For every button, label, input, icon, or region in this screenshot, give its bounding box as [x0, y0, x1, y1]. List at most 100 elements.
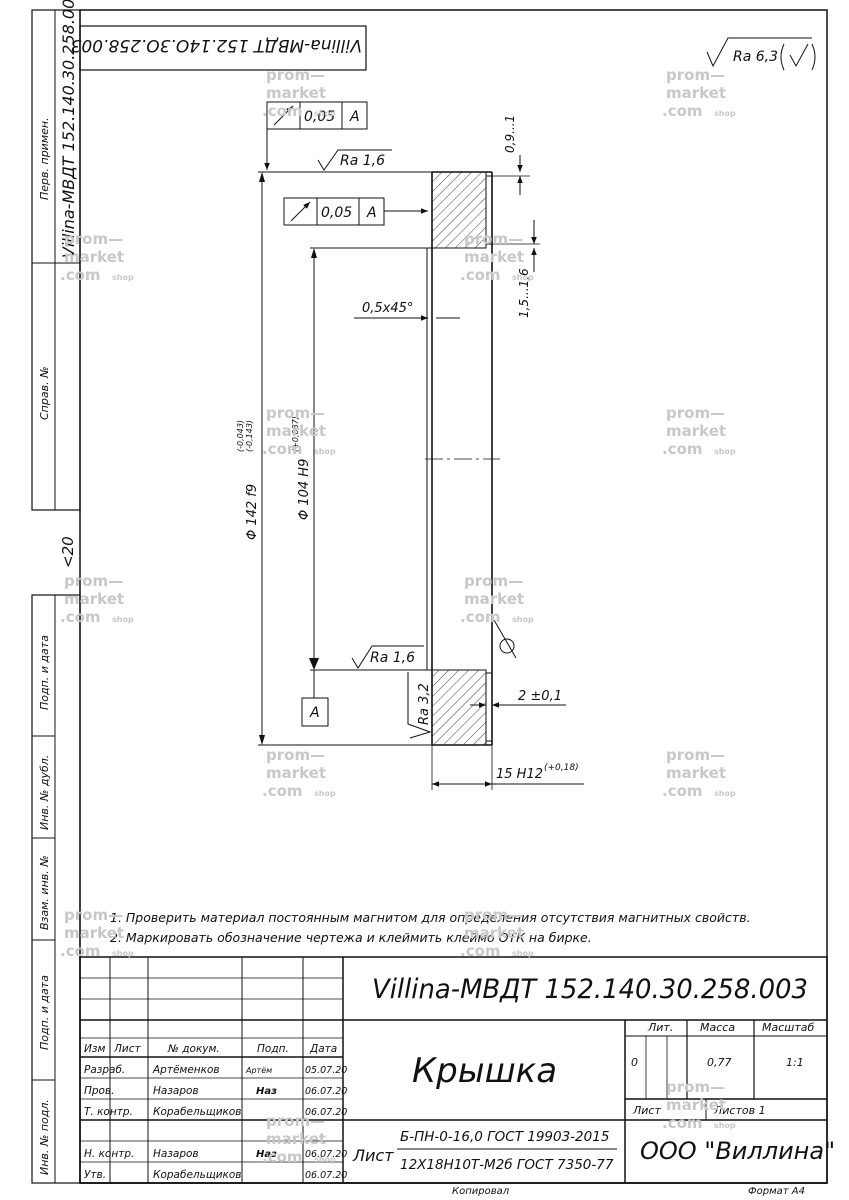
watermark-text: shop — [714, 1121, 736, 1130]
dia-outer-tol-top: (-0,043) — [236, 420, 245, 452]
width-dimension: 15 H12 (+0,18) — [431, 745, 584, 790]
tb-format: Формат А4 — [748, 1186, 805, 1197]
dim-right-top: 0,9...1 — [503, 115, 517, 153]
watermark-text: market — [266, 84, 326, 102]
right-dimensions: 0,9...1 1,5...1,6 — [492, 115, 540, 318]
tb-designation: Villina-МВДТ 152.140.30.258.003 — [372, 974, 808, 1005]
tolerance-frame-top: 0,05 A — [264, 101, 368, 170]
watermark-text: prom— — [666, 746, 725, 764]
watermark-text: market — [666, 84, 726, 102]
watermark-text: prom— — [64, 230, 123, 248]
tb-row-name: Артёменков — [152, 1064, 220, 1076]
watermark-text: shop — [314, 1155, 336, 1164]
watermark-text: shop — [512, 949, 534, 958]
general-roughness: Ra 6,3 — [706, 37, 816, 71]
watermark-text: .com — [460, 266, 501, 284]
watermark-text: market — [464, 924, 524, 942]
watermark-text: market — [464, 590, 524, 608]
tb-material-line2: 12Х18Н10Т-М2б ГОСТ 7350-77 — [400, 1157, 614, 1173]
watermark-text: market — [266, 422, 326, 440]
watermark-text: .com — [262, 102, 303, 120]
general-roughness-value: Ra 6,3 — [733, 49, 778, 65]
watermark-text: market — [266, 764, 326, 782]
watermark-text: prom— — [464, 906, 523, 924]
note-1: 1. Проверить материал постоянным магнито… — [110, 910, 751, 925]
tb-row-name: Корабельщиков — [153, 1106, 241, 1118]
roughness-side-value: Ra 3,2 — [417, 683, 432, 725]
tb-material-prefix: Лист — [352, 1146, 394, 1165]
watermark-text: market — [666, 1096, 726, 1114]
tolerance-top-datum: A — [349, 109, 360, 125]
tb-scale-value: 1:1 — [786, 1056, 804, 1069]
side-label-number: Villina-МВДТ 152.140.30.258.000 — [59, 0, 78, 258]
note-2: 2. Маркировать обозначение чертежа и кле… — [110, 930, 592, 945]
watermark-text: market — [464, 248, 524, 266]
watermark-text: shop — [512, 273, 534, 282]
tb-sheets-label: Листов 1 — [713, 1104, 766, 1117]
tb-mass-label: Масса — [700, 1021, 735, 1034]
tb-row-role: Н. контр. — [84, 1148, 134, 1160]
roughness-mid: Ra 1,6 — [351, 645, 424, 669]
side-labels: Перв. примен. Villina-МВДТ 152.140.30.25… — [38, 0, 78, 1175]
chamfer-dimension: 0,5x45° — [354, 301, 460, 321]
watermark-text: shop — [314, 789, 336, 798]
watermark-text: shop — [112, 949, 134, 958]
watermark-text: shop — [714, 447, 736, 456]
watermark-text: market — [666, 422, 726, 440]
tb-row-date: 05.07.20 — [305, 1065, 347, 1076]
side-label-inv-dubl: Инв. № дубл. — [38, 755, 51, 830]
tb-mass-value: 0,77 — [707, 1056, 732, 1069]
watermark-text: .com — [460, 608, 501, 626]
watermark-text: .com — [60, 608, 101, 626]
tb-copied: Копировал — [452, 1186, 510, 1197]
tolerance-mid-value: 0,05 — [321, 205, 352, 221]
width-value: 15 H12 — [496, 767, 543, 782]
tolerance-frame-mid: 0,05 A — [283, 197, 428, 226]
watermark-text: shop — [112, 273, 134, 282]
groove-dimension: 2 ±0,1 — [470, 689, 566, 708]
tb-row-sign: Наз — [256, 1149, 277, 1160]
watermark-text: prom— — [266, 404, 325, 422]
groove-value: 2 ±0,1 — [518, 689, 562, 704]
surface-mark — [493, 619, 517, 659]
angle-mark: <20 — [59, 536, 77, 568]
dia-inner: Φ 104 H9 — [297, 459, 312, 520]
roughness-side: Ra 3,2 — [407, 672, 432, 739]
dia-outer-tol-bot: (-0,143) — [245, 420, 254, 452]
datum-a-label: A — [309, 705, 320, 721]
watermark-text: shop — [714, 109, 736, 118]
watermark-text: prom— — [266, 746, 325, 764]
tb-row-role: Пров. — [84, 1085, 115, 1097]
tb-lit-label: Лит. — [647, 1021, 673, 1034]
side-label-perv-primen: Перв. примен. — [38, 117, 51, 200]
dia-inner-tol: (+0,087) — [291, 416, 300, 452]
side-label-podp-data-1: Подп. и дата — [38, 635, 51, 710]
tb-header-list: Лист — [113, 1043, 141, 1055]
watermark-text: prom— — [666, 66, 725, 84]
watermark-text: prom— — [64, 572, 123, 590]
watermark-text: prom— — [64, 906, 123, 924]
tb-scale-label: Масштаб — [762, 1021, 814, 1034]
tolerance-top-value: 0,05 — [304, 109, 335, 125]
rotated-drawing-number: Villina-МВДТ 152.14О.3О.258.003 — [71, 35, 362, 55]
tb-row-role: Т. контр. — [84, 1106, 133, 1118]
technical-notes: 1. Проверить материал постоянным магнито… — [110, 910, 751, 945]
watermark-text: market — [666, 764, 726, 782]
watermark-text: .com — [262, 440, 303, 458]
tb-sheet-label: Лист — [632, 1104, 661, 1117]
tb-row-name: Назаров — [153, 1148, 199, 1160]
tb-row-name: Назаров — [153, 1085, 199, 1097]
tb-part-name: Крышка — [412, 1051, 557, 1091]
watermark-text: .com — [460, 942, 501, 960]
tb-header-izm: Изм — [84, 1043, 105, 1055]
tb-row-name: Корабельщиков — [153, 1169, 241, 1181]
watermark-text: market — [64, 248, 124, 266]
side-label-inv-podl: Инв. № подл. — [38, 1099, 51, 1175]
watermark-text: prom— — [666, 1078, 725, 1096]
side-label-podp-data-2: Подп. и дата — [38, 975, 51, 1050]
watermark-text: .com — [662, 440, 703, 458]
tb-header-podp: Подп. — [257, 1043, 289, 1055]
tb-row-date: 06.07.20 — [305, 1170, 347, 1181]
tb-material-line1: Б-ПН-0-16,0 ГОСТ 19903-2015 — [400, 1129, 609, 1145]
